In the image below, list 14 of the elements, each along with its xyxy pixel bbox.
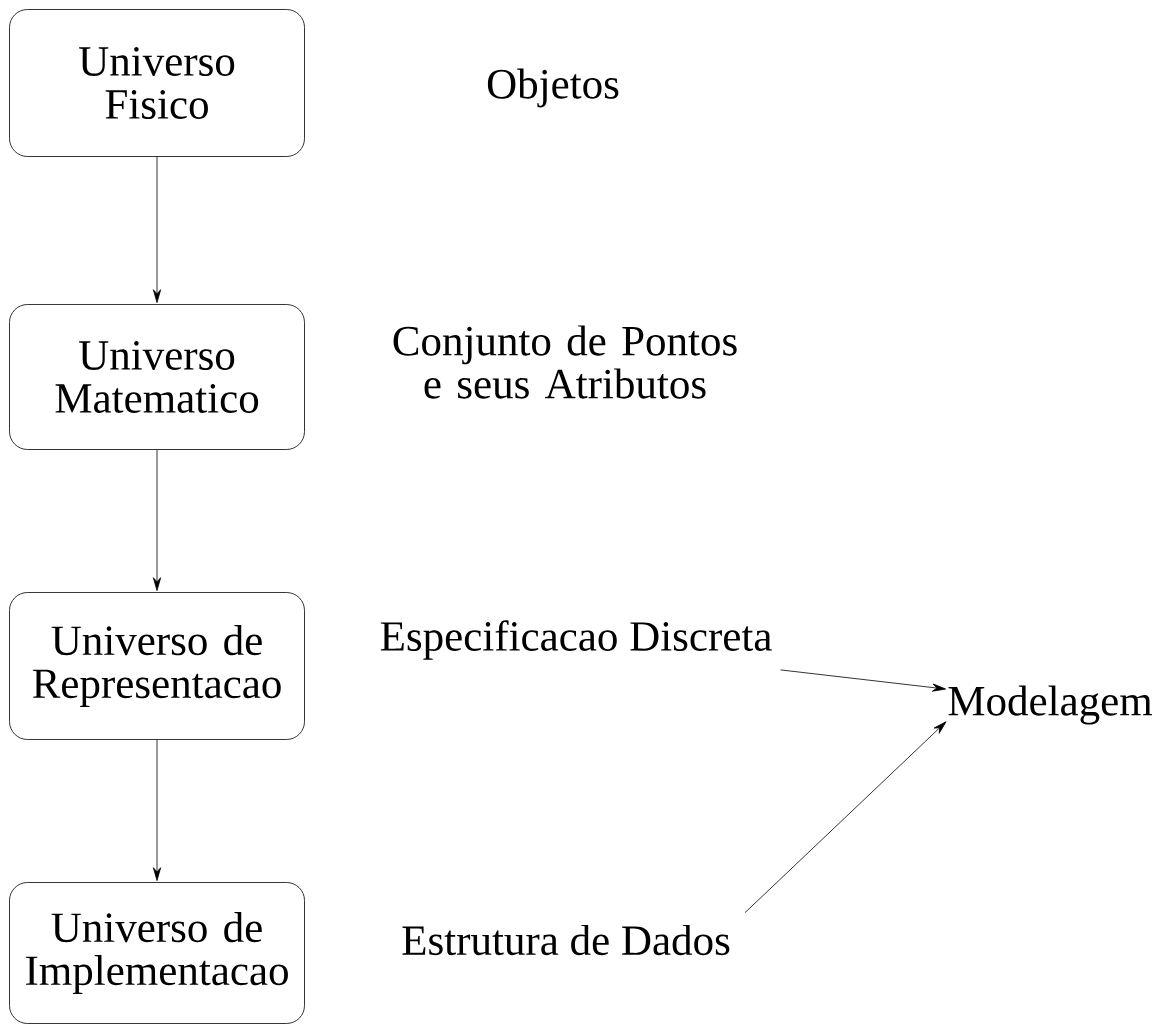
- arrow: [780, 669, 947, 692]
- arrow: [152, 739, 162, 881]
- process-box: Universo Matematico: [9, 304, 305, 450]
- label-text: Conjunto de Pontos e seus Atributos: [393, 325, 737, 399]
- arrow: [744, 721, 947, 914]
- arrow: [152, 449, 162, 591]
- node-text: Modelagem: [948, 685, 1153, 725]
- process-box: Universo de Implementacao: [9, 882, 305, 1024]
- node-text: Estrutura de Dados: [402, 924, 730, 956]
- label-text: Objetos: [487, 68, 619, 108]
- arrow: [152, 156, 162, 303]
- node-text: Especificacao Discreta: [380, 620, 772, 660]
- process-box: Universo Fisico: [9, 9, 305, 157]
- process-box: Universo de Representacao: [9, 592, 305, 740]
